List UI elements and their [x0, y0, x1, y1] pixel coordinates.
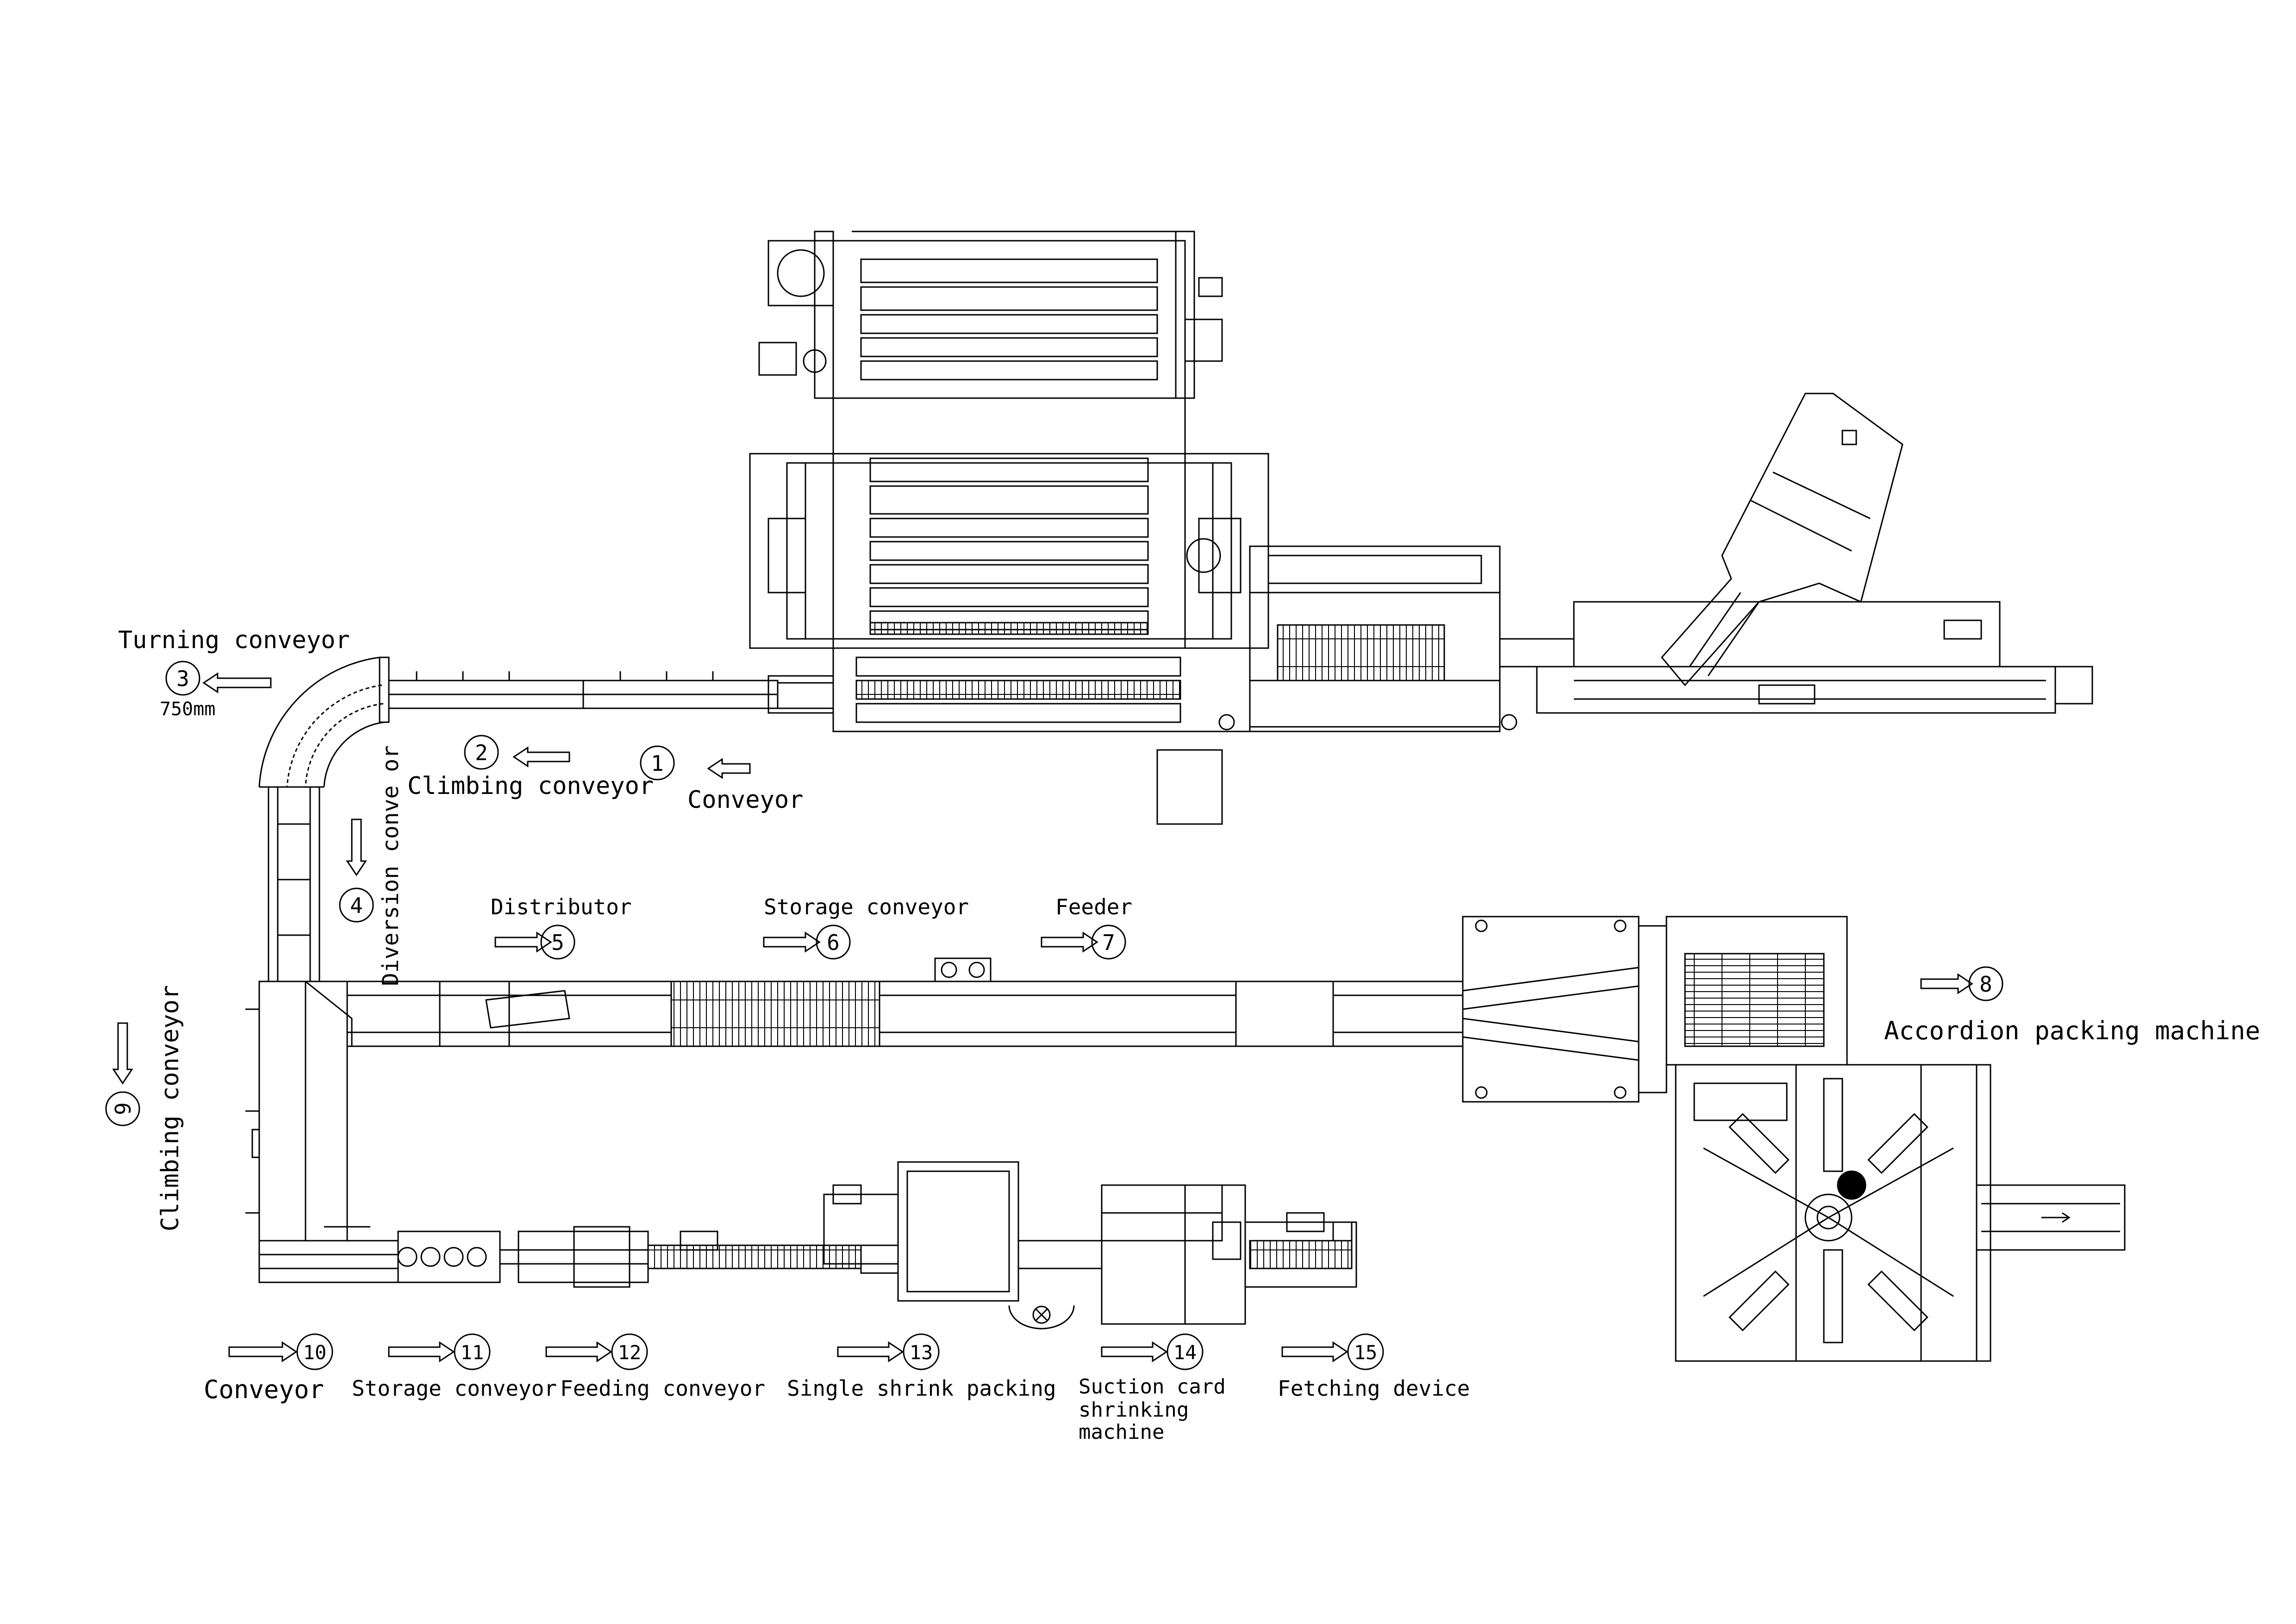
station-number-markers: 1 2 3 4 5 6 7 8 9 10 11 12 13 14 15 [105, 661, 2003, 1370]
arrow-12 [545, 1341, 612, 1362]
label-accordion-packing-machine-8: Accordion packing machine [1884, 1016, 2260, 1045]
label-conveyor-1: Conveyor [687, 786, 803, 814]
label-single-shrink-packing-13: Single shrink packing [787, 1376, 1056, 1401]
label-suction-card-14-line2: shrinking [1079, 1398, 1189, 1422]
outfeed-conveyor-right [1536, 601, 2093, 714]
arrow-7 [1041, 931, 1098, 953]
arrow-3 [202, 672, 272, 693]
svg-text:6: 6 [827, 930, 840, 955]
marker-6: 6 [816, 924, 851, 960]
marker-12: 12 [611, 1333, 648, 1370]
label-climbing-conveyor-2: Climbing conveyor [407, 772, 654, 800]
label-turning-conveyor-3-size: 750mm [160, 699, 215, 720]
marker-11: 11 [454, 1333, 491, 1370]
svg-text:2: 2 [475, 740, 488, 765]
svg-text:9: 9 [111, 1102, 136, 1115]
marker-5: 5 [540, 924, 575, 960]
svg-text:15: 15 [1354, 1341, 1378, 1364]
accordion-packing-machine-8-body [1666, 916, 2126, 1362]
arrow-11 [388, 1341, 455, 1362]
diverging-lanes [1462, 916, 1667, 1103]
marker-1: 1 [640, 745, 675, 781]
marker-10: 10 [296, 1333, 333, 1370]
arrow-4 [346, 818, 367, 876]
station-labels: Conveyor Climbing conveyor Turning conve… [118, 626, 2260, 1444]
main-machine-middle [749, 453, 1269, 649]
marker-7: 7 [1091, 924, 1126, 960]
arrow-14 [1101, 1341, 1168, 1362]
fetching-device-15-body [1244, 1212, 1357, 1288]
label-storage-conveyor-6: Storage conveyor [764, 894, 969, 919]
storage-conveyor-6-body [670, 957, 1237, 1047]
svg-text:1: 1 [651, 751, 664, 776]
label-suction-card-14-line3: machine [1079, 1420, 1164, 1444]
arrow-6 [763, 931, 821, 953]
arrow-10 [228, 1341, 298, 1362]
marker-13: 13 [903, 1333, 940, 1370]
svg-text:7: 7 [1102, 930, 1115, 955]
label-distributor-5: Distributor [491, 894, 632, 919]
label-fetching-device-15: Fetching device [1278, 1376, 1470, 1401]
label-suction-card-14-line1: Suction card [1079, 1375, 1226, 1399]
label-diversion-conveyor-4: Diversion conve or [378, 745, 404, 986]
svg-text:10: 10 [303, 1341, 327, 1364]
svg-text:11: 11 [461, 1341, 484, 1364]
arrow-1 [707, 758, 751, 779]
svg-text:8: 8 [1979, 972, 1992, 997]
flow-arrows [112, 672, 1973, 1362]
marker-4: 4 [339, 887, 374, 923]
label-feeding-conveyor-12: Feeding conveyor [560, 1376, 765, 1401]
svg-text:4: 4 [350, 893, 363, 918]
inclined-hopper [1661, 393, 1903, 687]
arrow-13 [837, 1341, 904, 1362]
main-machine-right-section [1249, 545, 1574, 732]
marker-2: 2 [464, 735, 499, 770]
feeder-7-body [1235, 981, 1464, 1047]
label-storage-conveyor-11: Storage conveyor [352, 1376, 557, 1401]
marker-8: 8 [1968, 966, 2003, 1001]
label-turning-conveyor-3: Turning conveyor [118, 626, 350, 654]
svg-text:13: 13 [910, 1341, 933, 1364]
marker-9: 9 [105, 1091, 140, 1126]
arrow-5 [494, 931, 552, 953]
storage-conveyor-11-body [397, 1230, 518, 1283]
arrow-8 [1920, 973, 1973, 994]
marker-3: 3 [165, 661, 200, 696]
arrow-9 [112, 1022, 133, 1085]
marker-14: 14 [1167, 1333, 1204, 1370]
arrow-15 [1281, 1341, 1348, 1362]
label-conveyor-10: Conveyor [204, 1375, 324, 1404]
label-feeder-7: Feeder [1055, 894, 1132, 919]
arrow-2 [512, 746, 570, 768]
svg-text:5: 5 [551, 930, 564, 955]
svg-text:12: 12 [618, 1341, 642, 1364]
marker-15: 15 [1347, 1333, 1384, 1370]
svg-text:14: 14 [1173, 1341, 1197, 1364]
label-climbing-conveyor-9: Climbing conveyor [156, 985, 184, 1231]
svg-text:3: 3 [176, 666, 189, 691]
feeding-conveyor-12-body [518, 1226, 862, 1288]
